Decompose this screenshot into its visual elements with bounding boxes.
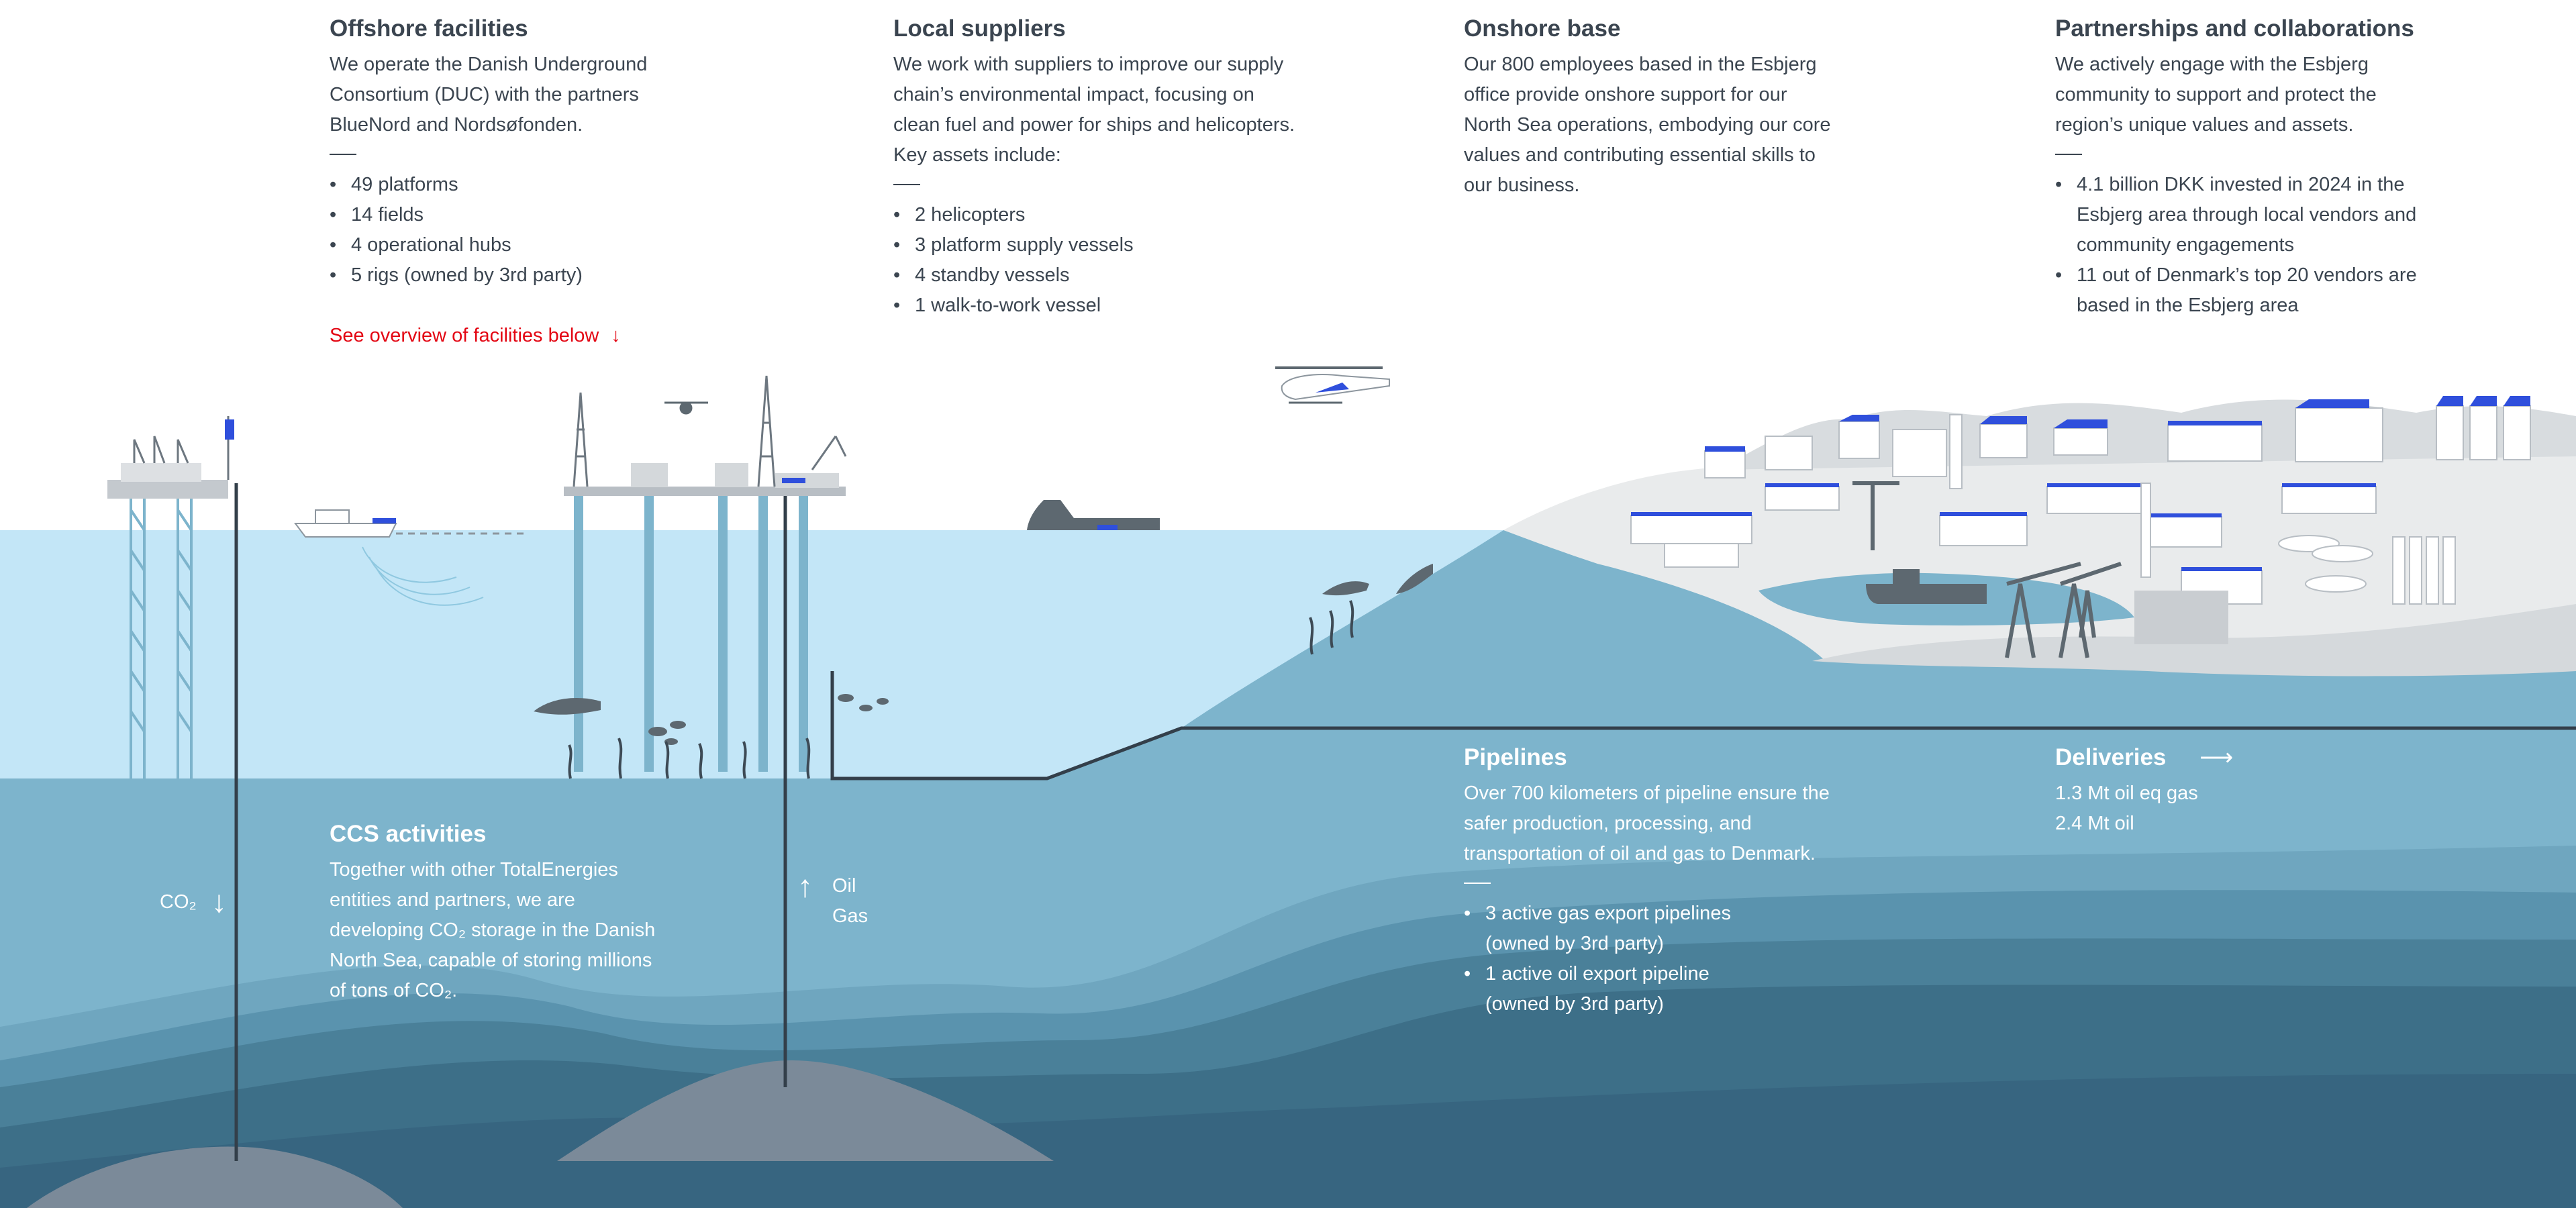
oil-label: Oil [832,871,868,901]
gas-label: Gas [832,901,868,932]
onshore-base-text: Our 800 employees based in the Esbjerg o… [1464,50,1840,201]
list-item: 1 active oil export pipeline (owned by 3… [1464,959,1746,1019]
oil-gas-label: ↑ Oil Gas [797,871,868,932]
deliveries-line: 2.4 Mt oil [2055,809,2337,839]
ccs-activities-text: Together with other TotalEnergies entiti… [330,855,665,1006]
ccs-activities-block: CCS activities Together with other Total… [330,820,665,1006]
ccs-activities-title: CCS activities [330,820,665,848]
list-item: 11 out of Denmark’s top 20 vendors are b… [2055,260,2444,321]
local-suppliers-list: 2 helicopters 3 platform supply vessels … [893,200,1296,321]
harbor-ship [1866,584,1987,604]
partnerships-list: 4.1 billion DKK invested in 2024 in the … [2055,170,2444,321]
list-item: 4 standby vessels [893,260,1296,291]
facilities-overview-link-label[interactable]: See overview of facilities below [330,325,599,346]
list-item: 5 rigs (owned by 3rd party) [330,260,705,291]
arrow-up-icon: ↑ [797,871,813,901]
partnerships-text: We actively engage with the Esbjerg comm… [2055,50,2444,140]
list-item: 3 platform supply vessels [893,230,1296,260]
deliveries-block: Deliveries ⟶ 1.3 Mt oil eq gas 2.4 Mt oi… [2055,744,2337,839]
pipelines-list: 3 active gas export pipelines (owned by … [1464,899,1746,1019]
onshore-base-block: Onshore base Our 800 employees based in … [1464,15,1840,201]
divider [2055,154,2082,155]
co2-label-text: CO₂ [160,891,197,913]
offshore-facilities-list: 49 platforms 14 fields 4 operational hub… [330,170,705,291]
list-item: 4.1 billion DKK invested in 2024 in the … [2055,170,2444,260]
deliveries-title-label: Deliveries [2055,744,2166,770]
offshore-facilities-text: We operate the Danish Underground Consor… [330,50,705,140]
deliveries-title: Deliveries ⟶ [2055,744,2337,772]
onshore-base-title: Onshore base [1464,15,1840,43]
divider [330,154,356,155]
arrow-down-icon: ↓ [211,884,227,919]
list-item: 49 platforms [330,170,705,200]
facilities-overview-link[interactable]: See overview of facilities below ↓ [330,321,705,351]
pipelines-text: Over 700 kilometers of pipeline ensure t… [1464,778,1867,869]
list-item: 14 fields [330,200,705,230]
divider [1464,883,1491,884]
partnerships-title: Partnerships and collaborations [2055,15,2444,43]
co2-label: CO₂ ↓ [160,883,227,917]
pipelines-title: Pipelines [1464,744,1867,772]
list-item: 2 helicopters [893,200,1296,230]
arrow-down-icon: ↓ [611,325,621,346]
deliveries-line: 1.3 Mt oil eq gas [2055,778,2337,809]
local-suppliers-title: Local suppliers [893,15,1296,43]
list-item: 3 active gas export pipelines (owned by … [1464,899,1746,959]
arrow-right-icon: ⟶ [2199,744,2233,770]
divider [893,184,920,185]
offshore-facilities-title: Offshore facilities [330,15,705,43]
local-suppliers-block: Local suppliers We work with suppliers t… [893,15,1296,321]
offshore-facilities-block: Offshore facilities We operate the Danis… [330,15,705,351]
local-suppliers-text: We work with suppliers to improve our su… [893,50,1296,170]
list-item: 4 operational hubs [330,230,705,260]
pipelines-block: Pipelines Over 700 kilometers of pipelin… [1464,744,1867,1019]
list-item: 1 walk-to-work vessel [893,291,1296,321]
survey-vessel [295,523,396,537]
partnerships-block: Partnerships and collaborations We activ… [2055,15,2444,321]
